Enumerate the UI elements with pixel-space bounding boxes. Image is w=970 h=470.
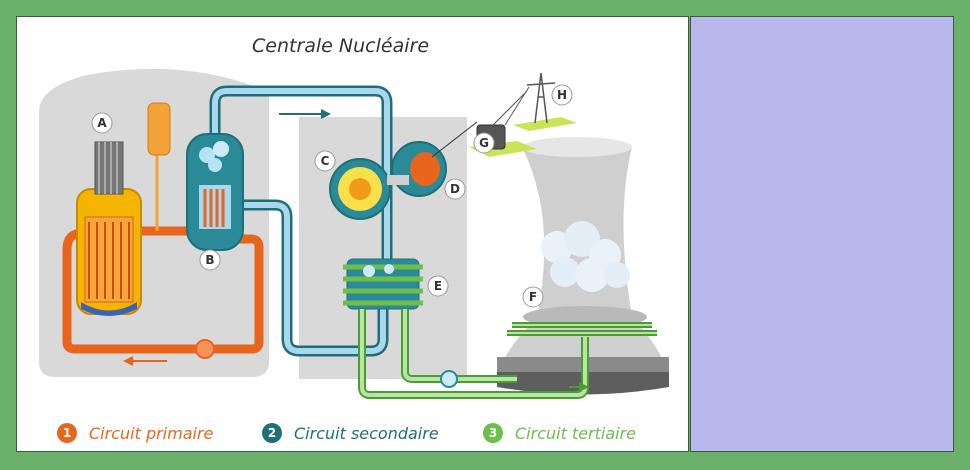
steam-generator-icon xyxy=(186,133,244,251)
label-h: H xyxy=(551,84,573,106)
svg-text:1: 1 xyxy=(63,426,71,440)
legend-item-secondary: 2 Circuit secondaire xyxy=(262,423,439,443)
legend-label-primary: Circuit primaire xyxy=(89,424,214,443)
label-f: F xyxy=(522,286,544,308)
legend-badge-2 xyxy=(262,423,282,443)
legend-label-secondary: Circuit secondaire xyxy=(294,424,439,443)
label-a: A xyxy=(91,112,113,134)
svg-text:A: A xyxy=(97,116,107,130)
svg-text:3: 3 xyxy=(489,426,497,440)
svg-text:2: 2 xyxy=(268,426,276,440)
legend-badge-3 xyxy=(483,423,503,443)
reactor-icon xyxy=(76,141,142,316)
diagram-title: Centrale Nucléaire xyxy=(252,35,429,57)
legend-label-tertiary: Circuit tertiaire xyxy=(515,424,636,443)
legend: 1 Circuit primaire 2 Circuit secondaire … xyxy=(57,423,636,443)
label-e: E xyxy=(427,275,449,297)
tertiary-circuit xyxy=(358,309,657,399)
pylon-icon xyxy=(492,72,577,131)
svg-text:B: B xyxy=(205,253,214,267)
svg-text:C: C xyxy=(321,154,330,168)
diagram-panel: Centrale Nucléaire xyxy=(16,16,689,452)
svg-text:G: G xyxy=(479,136,489,150)
svg-text:H: H xyxy=(557,88,567,102)
label-b: B xyxy=(199,249,221,271)
primary-pump xyxy=(195,339,215,359)
legend-item-tertiary: 3 Circuit tertiaire xyxy=(483,423,636,443)
label-d: D xyxy=(444,178,466,200)
svg-text:F: F xyxy=(529,290,537,304)
svg-text:D: D xyxy=(450,182,460,196)
label-c: C xyxy=(314,150,336,172)
tertiary-pump xyxy=(440,370,458,388)
component-labels: A B C D E F G H xyxy=(91,84,573,308)
condenser-icon xyxy=(343,258,423,310)
secondary-circuit xyxy=(209,85,393,357)
label-g: G xyxy=(473,132,495,154)
side-panel xyxy=(690,16,954,452)
alternator-icon xyxy=(387,141,447,197)
svg-text:E: E xyxy=(434,279,442,293)
pressurizer-icon xyxy=(147,102,171,156)
legend-badge-1 xyxy=(57,423,77,443)
turbine-icon xyxy=(329,158,391,220)
legend-item-primary: 1 Circuit primaire xyxy=(57,423,214,443)
nuclear-plant-diagram: Centrale Nucléaire xyxy=(39,35,669,443)
